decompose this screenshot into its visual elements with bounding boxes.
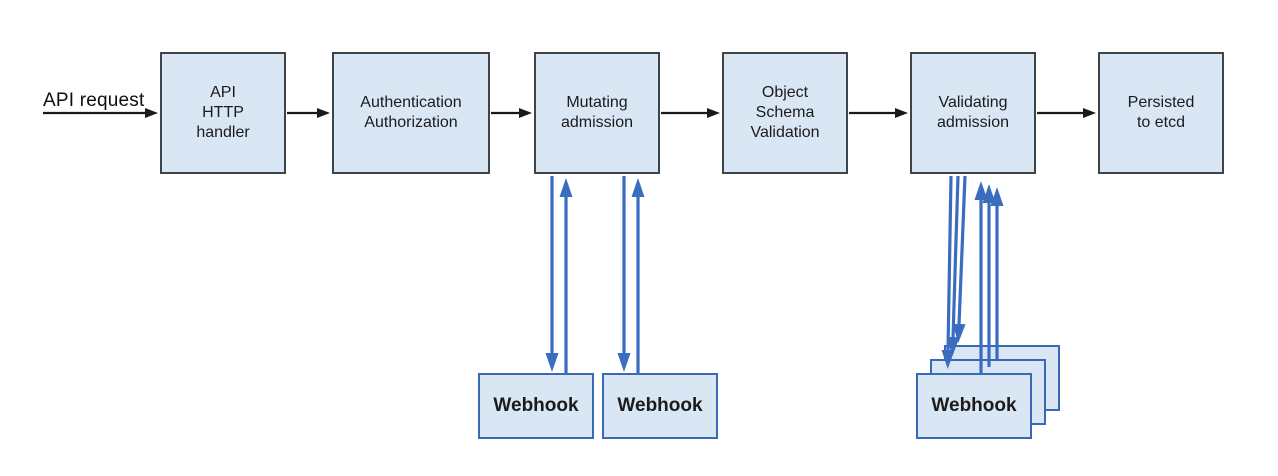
api-request-label: API request	[43, 90, 145, 111]
mutating-webhook-1: Webhook	[478, 373, 594, 439]
node-api-http-handler: API HTTP handler	[160, 52, 286, 174]
validating-webhook-down-arrow-2	[946, 175, 960, 356]
validating-webhook-down-arrow-1	[941, 175, 955, 369]
node-persisted-to-etcd: Persisted to etcd	[1098, 52, 1224, 174]
node-authentication-authorization: Authentication Authorization	[332, 52, 490, 174]
node-validating-admission: Validating admission	[910, 52, 1036, 174]
validating-webhook-down-arrow-3	[952, 175, 967, 343]
validating-webhook-front: Webhook	[916, 373, 1032, 439]
node-mutating-admission: Mutating admission	[534, 52, 660, 174]
mutating-webhook-2: Webhook	[602, 373, 718, 439]
node-object-schema-validation: Object Schema Validation	[722, 52, 848, 174]
